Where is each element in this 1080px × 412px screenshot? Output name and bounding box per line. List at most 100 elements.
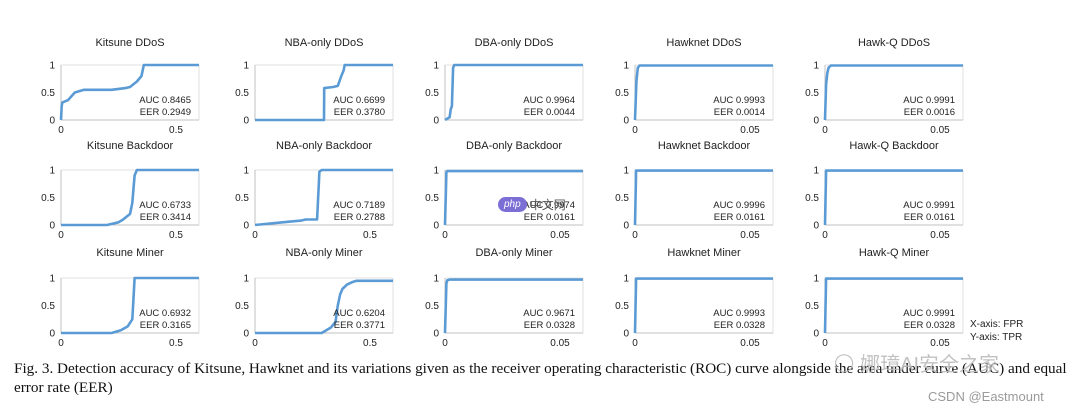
y-tick-label: 1 xyxy=(433,61,439,72)
auc-label: AUC 0.9974 xyxy=(523,200,575,211)
x-tick-label: 0.05 xyxy=(930,338,950,349)
wechat-watermark-text: 娜璋AI安全之家 xyxy=(860,354,1000,376)
y-tick-label: 0 xyxy=(433,221,439,232)
roc-curve xyxy=(443,278,583,334)
eer-label: EER 0.0328 xyxy=(904,320,955,331)
y-tick-label: 0 xyxy=(243,221,249,232)
y-tick-label: 1 xyxy=(813,166,819,177)
y-tick-label: 0.5 xyxy=(805,193,819,204)
roc-curve xyxy=(59,63,199,121)
y-tick-label: 0.5 xyxy=(615,88,629,99)
eer-label: EER 0.2949 xyxy=(140,107,191,118)
y-tick-label: 1 xyxy=(243,61,249,72)
x-tick-label: 0 xyxy=(822,230,828,241)
x-tick-label: 0.5 xyxy=(169,338,183,349)
x-tick-label: 0 xyxy=(252,230,258,241)
y-tick-label: 0.5 xyxy=(41,301,55,312)
eer-label: EER 0.2788 xyxy=(334,212,385,223)
y-tick-label: 1 xyxy=(49,274,55,285)
eer-label: EER 0.0328 xyxy=(524,320,575,331)
auc-label: AUC 0.6932 xyxy=(139,308,191,319)
roc-panel: DBA-only Backdoor 0 0.5 1 0 0.05 AUC 0.9974EER… xyxy=(425,140,584,241)
y-tick-label: 0.5 xyxy=(425,193,439,204)
y-tick-label: 1 xyxy=(623,61,629,72)
x-tick-label: 0 xyxy=(632,125,638,136)
csdn-watermark: CSDN @Eastmount xyxy=(928,389,1044,404)
eer-label: EER 0.0161 xyxy=(714,212,765,223)
auc-label: AUC 0.9671 xyxy=(523,308,575,319)
php-logo-badge: php xyxy=(498,197,527,212)
panel-title: Hawknet Backdoor xyxy=(658,140,751,152)
eer-label: EER 0.0161 xyxy=(524,212,575,223)
roc-curve xyxy=(254,168,393,227)
panel-title: Hawknet Miner xyxy=(667,247,741,259)
roc-curve xyxy=(443,169,583,226)
x-tick-label: 0 xyxy=(442,338,448,349)
auc-label: AUC 0.6204 xyxy=(333,308,385,319)
y-tick-label: 0 xyxy=(623,116,629,127)
x-tick-label: 0.05 xyxy=(550,230,570,241)
x-tick-label: 0 xyxy=(822,338,828,349)
y-tick-label: 0.5 xyxy=(615,193,629,204)
y-tick-label: 0.5 xyxy=(235,301,249,312)
x-tick-label: 0.05 xyxy=(930,125,950,136)
y-tick-label: 0.5 xyxy=(235,88,249,99)
figure-caption: Fig. 3. Detection accuracy of Kitsune, H… xyxy=(14,360,1067,396)
y-tick-label: 0 xyxy=(243,116,249,127)
panel-title: DBA-only Miner xyxy=(475,247,552,259)
panel-title: Kitsune Backdoor xyxy=(87,140,174,152)
x-tick-label: 0 xyxy=(58,338,64,349)
php-watermark: php 中文网 xyxy=(498,196,566,213)
panel-title: Hawk-Q Miner xyxy=(859,247,930,259)
eer-label: EER 0.3165 xyxy=(140,320,191,331)
y-tick-label: 1 xyxy=(433,166,439,177)
panel-title: Hawk-Q Backdoor xyxy=(849,140,939,152)
php-watermark-text: 中文网 xyxy=(529,198,566,212)
y-tick-label: 1 xyxy=(623,166,629,177)
panel-title: Kitsune Miner xyxy=(96,247,164,259)
x-tick-label: 0.05 xyxy=(740,125,760,136)
auc-label: AUC 0.6733 xyxy=(139,200,191,211)
auc-label: AUC 0.9996 xyxy=(713,200,765,211)
y-axis-note: Y-axis: TPR xyxy=(970,332,1023,343)
x-tick-label: 0.05 xyxy=(740,230,760,241)
x-tick-label: 0.05 xyxy=(930,230,950,241)
y-tick-label: 0.5 xyxy=(805,88,819,99)
auc-label: AUC 0.9993 xyxy=(713,308,765,319)
x-tick-label: 0 xyxy=(252,338,258,349)
x-tick-label: 0 xyxy=(58,125,64,136)
y-tick-label: 0 xyxy=(49,116,55,127)
eer-label: EER 0.0016 xyxy=(904,107,955,118)
panel-title: Hawknet DDoS xyxy=(666,37,741,49)
panel-title: DBA-only Backdoor xyxy=(466,140,562,152)
x-tick-label: 0 xyxy=(442,230,448,241)
panel-title: NBA-only Miner xyxy=(285,247,362,259)
y-tick-label: 1 xyxy=(813,61,819,72)
y-tick-label: 0 xyxy=(813,221,819,232)
x-tick-label: 0.5 xyxy=(169,125,183,136)
panel-title: Kitsune DDoS xyxy=(95,37,164,49)
y-tick-label: 1 xyxy=(243,274,249,285)
x-tick-label: 0.05 xyxy=(740,338,760,349)
y-tick-label: 1 xyxy=(813,274,819,285)
eer-label: EER 0.3780 xyxy=(334,107,385,118)
roc-curve xyxy=(633,277,773,334)
wechat-watermark: ◯ 娜璋AI安全之家 xyxy=(834,348,999,377)
panel-title: NBA-only DDoS xyxy=(285,37,364,49)
y-tick-label: 1 xyxy=(243,166,249,177)
y-tick-label: 0.5 xyxy=(41,193,55,204)
x-tick-label: 0.5 xyxy=(363,230,377,241)
y-tick-label: 1 xyxy=(49,166,55,177)
auc-label: AUC 0.7189 xyxy=(333,200,385,211)
x-axis-note: X-axis: FPR xyxy=(970,319,1024,330)
panel-title: Hawk-Q DDoS xyxy=(858,37,930,49)
